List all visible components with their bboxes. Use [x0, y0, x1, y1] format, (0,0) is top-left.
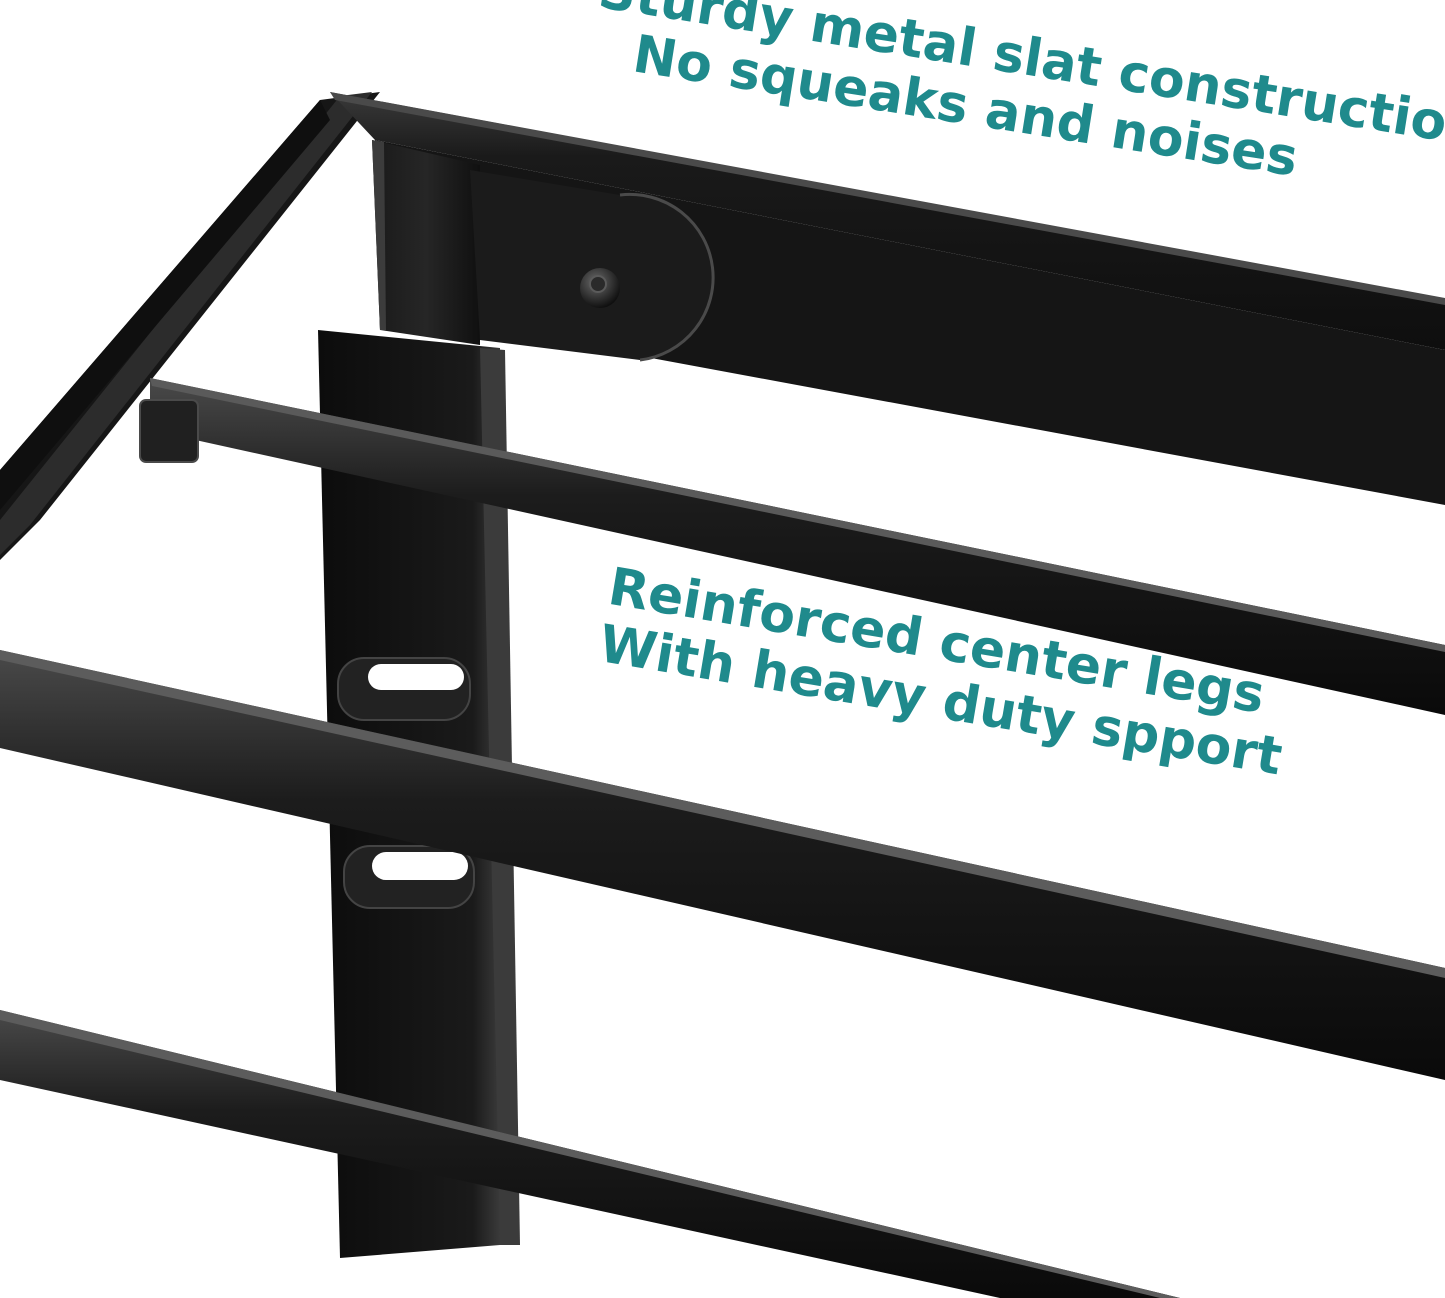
slat-middle [0, 650, 1445, 1080]
slat-lower [0, 1010, 1180, 1298]
left-side-rail [0, 92, 380, 560]
corner-bracket [372, 140, 480, 345]
connector-plate [470, 170, 715, 362]
slat-upper [139, 378, 1445, 715]
slat-end-clip [139, 399, 199, 463]
